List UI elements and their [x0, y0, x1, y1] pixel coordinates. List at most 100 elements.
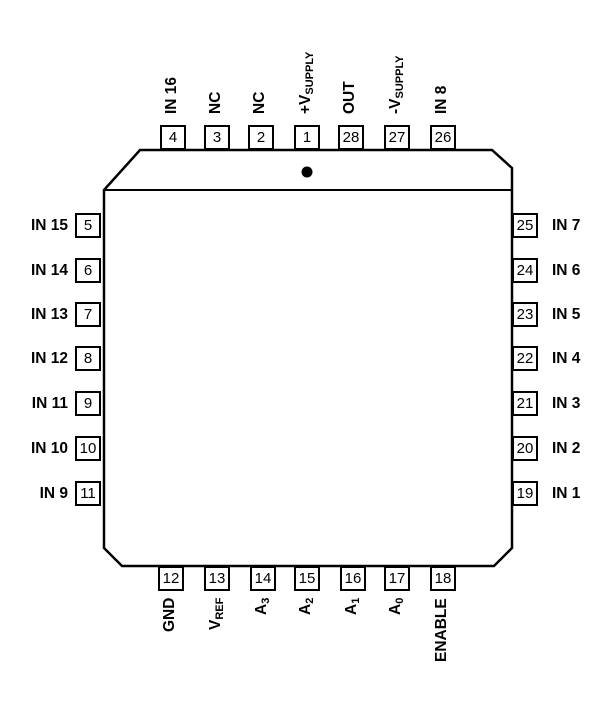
pin-label-17: A0 — [387, 597, 406, 615]
pin-label-text: -V — [387, 98, 404, 115]
pin-16: 16 — [340, 566, 366, 591]
pin-number: 21 — [516, 395, 534, 412]
pin-number: 25 — [516, 217, 534, 234]
pin-label-18: ENABLE — [433, 598, 450, 662]
pin-label-text: IN 2 — [552, 440, 581, 457]
pin-label-text: IN 4 — [552, 350, 581, 367]
pin-28: 28 — [338, 125, 364, 150]
pin-label-text: A — [343, 603, 360, 615]
pin-label-text: IN 6 — [552, 262, 581, 279]
pin-6: 6 — [75, 258, 101, 283]
pin-number: 11 — [80, 485, 96, 502]
pin-13: 13 — [204, 566, 230, 591]
pin-4: 4 — [160, 125, 186, 150]
pin-number: 13 — [208, 570, 226, 587]
pin-25: 25 — [512, 213, 538, 238]
pin-number: 8 — [83, 350, 93, 367]
pin-number: 23 — [516, 306, 534, 323]
pin-label-subscript: SUPPLY — [394, 55, 406, 99]
pin-label-1: +VSUPPLY — [297, 52, 316, 114]
pin-label-20: IN 2 — [552, 441, 580, 457]
pin-22: 22 — [512, 346, 538, 371]
pin-number: 2 — [256, 129, 266, 146]
pin-label-text: +V — [297, 94, 314, 114]
pin-label-text: IN 3 — [552, 395, 581, 412]
pin-label-16: A1 — [343, 597, 362, 615]
pin-label-25: IN 7 — [552, 218, 580, 234]
pin-label-text: IN 8 — [433, 85, 450, 114]
pin-label-subscript: 1 — [350, 597, 362, 604]
pin-label-26: IN 8 — [433, 85, 450, 114]
pin-label-subscript: 0 — [394, 597, 406, 604]
pin-label-text: IN 15 — [30, 217, 68, 234]
pin-24: 24 — [512, 258, 538, 283]
pin-label-text: GND — [161, 597, 178, 632]
pin-18: 18 — [430, 566, 456, 591]
pin-15: 15 — [294, 566, 320, 591]
pin-label-text: IN 14 — [30, 262, 68, 279]
pin-number: 18 — [434, 570, 452, 587]
pin-label-13: VREF — [207, 597, 226, 630]
pin-label-8: IN 12 — [4, 351, 68, 367]
pin-label-text: NC — [251, 91, 268, 114]
pin-label-text: IN 7 — [552, 217, 581, 234]
pin-label-19: IN 1 — [552, 486, 580, 502]
pin-19: 19 — [512, 481, 538, 506]
pin-number: 6 — [83, 262, 93, 279]
pin-label-text: OUT — [341, 81, 358, 114]
pin-label-9: IN 11 — [4, 396, 68, 412]
pin-label-24: IN 6 — [552, 263, 580, 279]
pin-9: 9 — [75, 391, 101, 416]
pin-number: 15 — [298, 570, 316, 587]
pin-number: 26 — [434, 129, 452, 146]
pin-label-21: IN 3 — [552, 396, 580, 412]
pin-label-12: GND — [161, 597, 178, 632]
pin-21: 21 — [512, 391, 538, 416]
pin-number: 3 — [212, 129, 222, 146]
pin-number: 12 — [162, 570, 180, 587]
pin-10: 10 — [75, 436, 101, 461]
pin-number: 14 — [254, 570, 272, 587]
pin-label-7: IN 13 — [4, 307, 68, 323]
pin-2: 2 — [248, 125, 274, 150]
pin-label-text: IN 5 — [552, 306, 581, 323]
pin-12: 12 — [158, 566, 184, 591]
pin-label-14: A3 — [253, 597, 272, 615]
pin-number: 9 — [83, 395, 93, 412]
pin-number: 24 — [516, 262, 534, 279]
pin-8: 8 — [75, 346, 101, 371]
pin-label-text: NC — [207, 91, 224, 114]
pin-number: 19 — [516, 485, 534, 502]
pin-label-6: IN 14 — [4, 263, 68, 279]
pin-label-23: IN 5 — [552, 307, 580, 323]
pin-11: 11 — [75, 481, 101, 506]
pin-label-text: IN 12 — [30, 350, 68, 367]
pin-label-text: IN 9 — [39, 485, 68, 502]
pin-number: 20 — [516, 440, 534, 457]
pin-number: 5 — [83, 217, 93, 234]
pin-number: 1 — [302, 129, 312, 146]
pin-label-4: IN 16 — [163, 76, 180, 114]
pin-27: 27 — [384, 125, 410, 150]
pin-label-subscript: REF — [214, 597, 226, 620]
pin-label-15: A2 — [297, 598, 316, 615]
pin-label-22: IN 4 — [552, 351, 580, 367]
pin-5: 5 — [75, 213, 101, 238]
pin-14: 14 — [250, 566, 276, 591]
pin-number: 27 — [388, 129, 406, 146]
pin-label-text: IN 11 — [31, 395, 68, 412]
pin-26: 26 — [430, 125, 456, 150]
pin-23: 23 — [512, 302, 538, 327]
pin-label-27: -VSUPPLY — [387, 55, 406, 115]
pin-3: 3 — [204, 125, 230, 150]
pin-7: 7 — [75, 302, 101, 327]
pin-label-11: IN 9 — [4, 486, 68, 502]
pin-label-28: OUT — [341, 81, 358, 114]
pin-number: 4 — [168, 129, 178, 146]
pin-number: 10 — [79, 440, 97, 457]
pin-number: 17 — [388, 570, 406, 587]
pin-label-text: IN 16 — [163, 76, 180, 114]
pin-label-subscript: 3 — [260, 597, 272, 604]
